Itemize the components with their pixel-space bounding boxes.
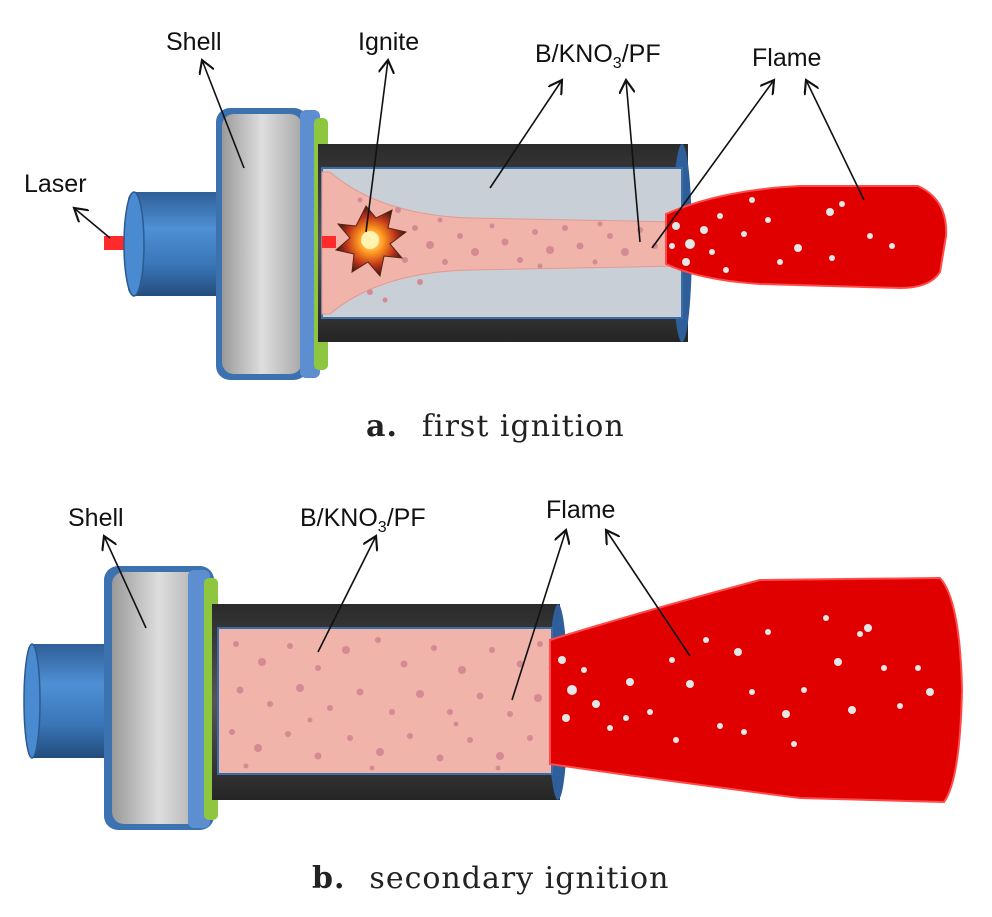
shell-b — [104, 566, 218, 830]
shell-a — [216, 108, 328, 380]
flame-sparks-b — [558, 615, 934, 747]
label-shell-a: Shell — [166, 28, 222, 56]
flame-sparks-a — [669, 197, 895, 273]
nozzle-a — [123, 191, 228, 297]
caption-a: a.first ignition — [366, 409, 625, 444]
flame-a — [665, 185, 948, 290]
label-shell-b: Shell — [68, 504, 124, 532]
fuel-particles-a — [357, 197, 671, 303]
panel-b: Shell B/KNO3/PF Flame b.secondary igniti… — [23, 496, 964, 896]
label-flame-b: Flame — [546, 496, 615, 524]
fuel-particles-b — [229, 637, 543, 771]
ignite-burst — [322, 205, 408, 278]
panel-a: Shell Ignite B/KNO3/PF Flame Laser a.fir… — [24, 28, 948, 444]
label-flame-a: Flame — [752, 44, 821, 72]
flame-b — [549, 576, 964, 804]
label-ignite: Ignite — [358, 28, 419, 56]
arrows-a — [74, 60, 865, 249]
label-fuel-a: B/KNO3/PF — [535, 40, 661, 72]
label-fuel-b: B/KNO3/PF — [300, 504, 426, 536]
fuel-block-b — [217, 627, 553, 775]
label-laser: Laser — [24, 170, 87, 198]
arrows-b — [104, 530, 691, 701]
caption-b: b.secondary ignition — [312, 861, 669, 896]
